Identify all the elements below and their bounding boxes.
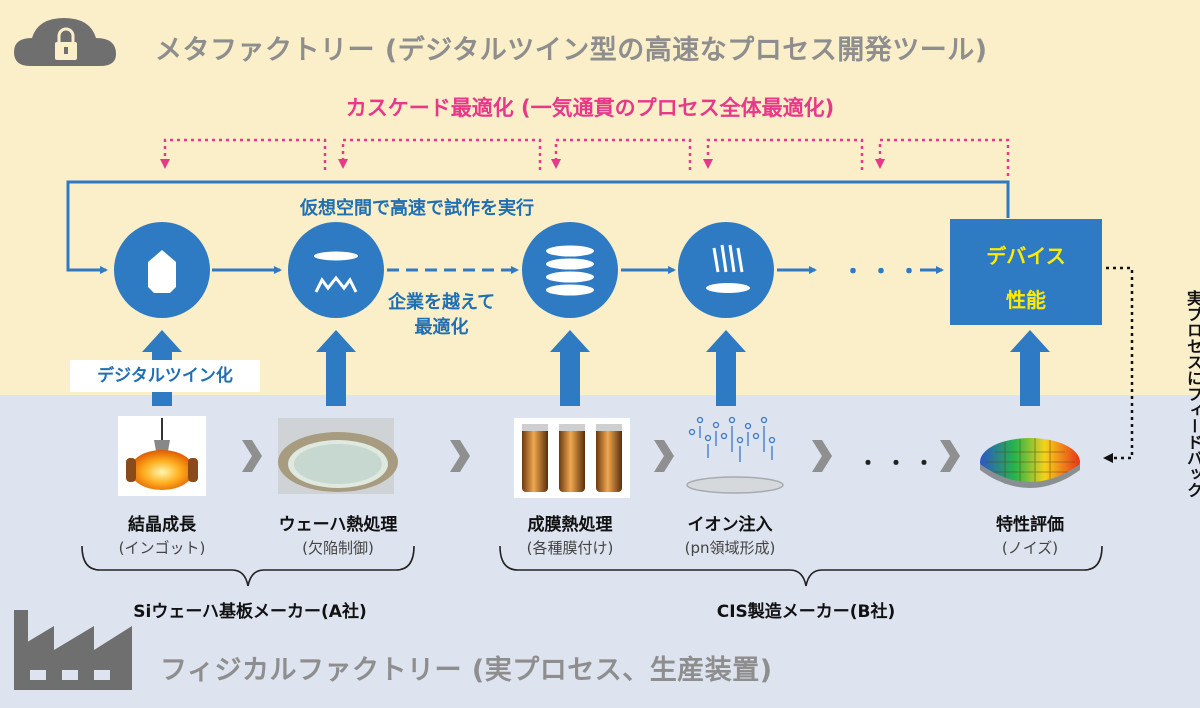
process-subtitle: (欠陥制御)	[302, 539, 374, 557]
film-tubes-photo	[514, 418, 630, 498]
crystal-growth-photo	[118, 416, 206, 496]
ion-implant-icon	[678, 222, 774, 318]
physical-ellipsis: ・・・	[858, 451, 942, 475]
cascade-arrows	[160, 138, 1010, 176]
process-name: 成膜熱処理	[527, 515, 613, 535]
company-a-label: Siウェーハ基板メーカー(A社)	[133, 602, 367, 622]
process-name: 特性評価	[996, 515, 1064, 535]
cascade-optimization-label: カスケード最適化 (一気通貫のプロセス全体最適化)	[345, 96, 835, 120]
process-name: 結晶成長	[128, 515, 196, 535]
virtual-space-label: 仮想空間で高速で試作を実行	[300, 198, 534, 219]
cross-company-label: 企業を越えて 最適化	[388, 290, 495, 340]
process-subtitle: (インゴット)	[118, 539, 206, 557]
digital-twin-arrows	[142, 330, 1050, 406]
crystal-ingot-icon	[114, 222, 210, 318]
cross-company-line-2: 最適化	[414, 317, 469, 338]
process-subtitle: (各種膜付け)	[526, 539, 614, 557]
cloud-lock-icon	[14, 18, 116, 66]
company-b-label: CIS製造メーカー(B社)	[716, 602, 896, 622]
wafer-heat-icon	[288, 222, 384, 318]
process-subtitle: (pn領域形成)	[684, 539, 776, 557]
meta-factory-title: メタファクトリー (デジタルツイン型の高速なプロセス開発ツール)	[155, 35, 988, 66]
digital-twin-label: デジタルツイン化	[70, 360, 260, 392]
brace-company-a	[81, 545, 415, 587]
process-subtitle: (ノイズ)	[1001, 539, 1059, 557]
wafer-photo	[278, 418, 398, 494]
wafer-map-photo	[980, 438, 1080, 488]
process-chevrons	[242, 440, 960, 472]
virtual-flow-arrows	[66, 180, 1010, 274]
ion-implant-photo	[686, 416, 784, 494]
cross-company-line-1: 企業を越えて	[388, 292, 496, 313]
feedback-label: 実プロセスにフィードバック	[1145, 290, 1200, 498]
performance-label: 性能	[1006, 288, 1046, 312]
process-name: イオン注入	[687, 515, 773, 535]
feedback-arrow	[1103, 266, 1134, 463]
meta-factory-area	[0, 0, 1200, 395]
process-name: ウェーハ熱処理	[278, 515, 398, 535]
device-performance-box	[950, 219, 1102, 325]
virtual-ellipsis: ・・・	[842, 260, 927, 285]
device-label: デバイス	[986, 244, 1066, 268]
physical-factory-title: フィジカルファクトリー (実プロセス、生産装置)	[160, 655, 773, 686]
film-layers-icon	[522, 222, 618, 318]
factory-icon	[14, 610, 132, 690]
brace-company-b	[499, 545, 1103, 587]
